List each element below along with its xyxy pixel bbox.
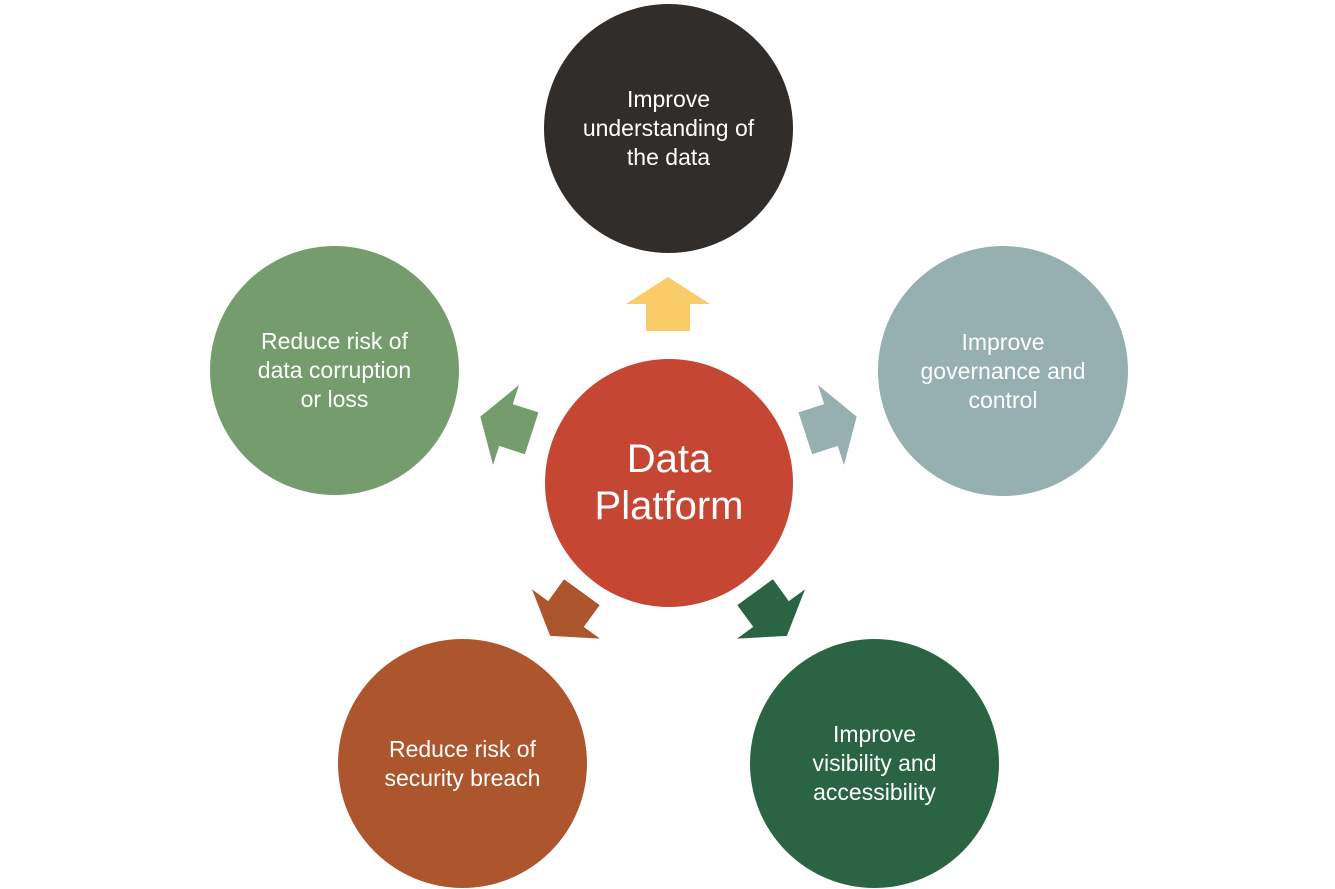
node-improve-governance: Improve governance and control	[878, 246, 1128, 496]
node-label: Improve visibility and accessibility	[812, 721, 937, 805]
arrow-to-right	[792, 376, 870, 474]
node-label: Improve understanding of the data	[582, 86, 755, 170]
node-reduce-security-risk: Reduce risk of security breach	[338, 639, 587, 888]
center-node-data-platform: Data Platform	[545, 359, 793, 607]
node-reduce-corruption-risk: Reduce risk of data corruption or loss	[210, 246, 459, 495]
center-label-line2: Platform	[594, 484, 744, 528]
node-label: Reduce risk of data corruption or loss	[257, 328, 412, 412]
arrow-to-left	[467, 376, 545, 474]
node-improve-visibility: Improve visibility and accessibility	[750, 639, 999, 888]
arrow-to-top	[626, 277, 710, 331]
node-label: Improve governance and control	[920, 328, 1086, 413]
node-improve-understanding: Improve understanding of the data	[544, 4, 793, 253]
node-label: Reduce risk of security breach	[384, 735, 541, 791]
center-label-line1: Data	[626, 437, 712, 481]
